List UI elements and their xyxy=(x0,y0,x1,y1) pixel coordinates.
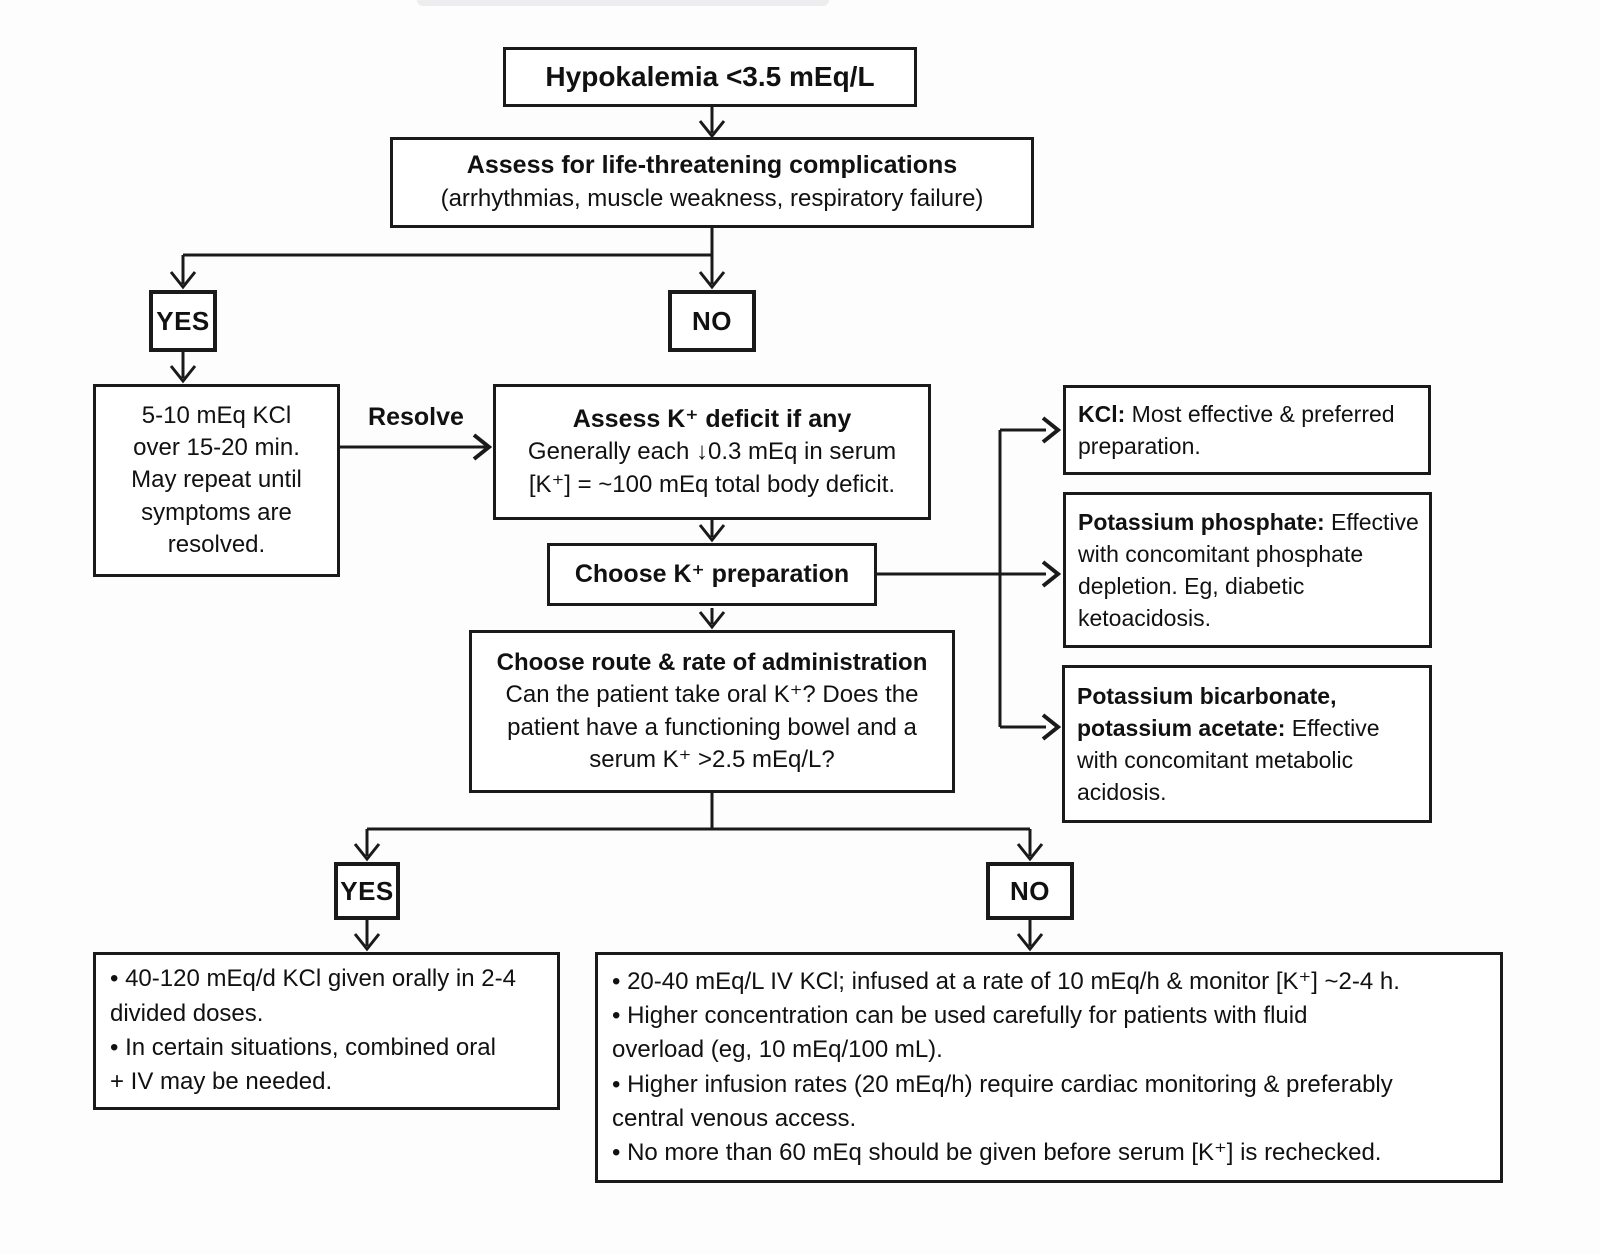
node-no-top: NO xyxy=(668,290,756,352)
node-no-bottom: NO xyxy=(986,862,1074,920)
arrow-preparation-to-route xyxy=(698,608,726,630)
node-start: Hypokalemia <3.5 mEq/L xyxy=(503,47,917,107)
oral-therapy-line: • 40-120 mEq/d KCl given orally in 2-4 xyxy=(110,965,516,993)
prep-line-bold: potassium acetate: xyxy=(1077,714,1286,741)
iv-therapy-line: overload (eg, 10 mEq/100 mL). xyxy=(612,1036,943,1064)
no-bottom-label: NO xyxy=(1010,875,1050,906)
prep-line-text: with concomitant phosphate xyxy=(1078,540,1364,567)
node-prep-kcl: KCl: Most effective & preferred preparat… xyxy=(1063,385,1431,475)
node-prep-bicarbonate: Potassium bicarbonate, potassium acetate… xyxy=(1062,665,1432,823)
prep-line: with concomitant metabolic xyxy=(1077,744,1353,776)
choose-route-line: serum K⁺ >2.5 mEq/L? xyxy=(589,745,835,773)
iv-bolus-line: resolved. xyxy=(167,531,266,559)
iv-therapy-line: • Higher concentration can be used caref… xyxy=(612,1001,1308,1029)
arrow-yes-to-oral xyxy=(353,920,381,952)
prep-line-text: depletion. Eg, diabetic xyxy=(1078,573,1305,599)
node-oral-therapy: • 40-120 mEq/d KCl given orally in 2-4 d… xyxy=(93,952,560,1110)
prep-line-bold: Potassium phosphate: xyxy=(1078,508,1325,535)
prep-line: KCl: Most effective & preferred xyxy=(1078,398,1395,430)
iv-therapy-line: central venous access. xyxy=(612,1104,857,1132)
branch-top xyxy=(169,228,726,290)
oral-therapy-line: • In certain situations, combined oral xyxy=(110,1034,496,1061)
prep-line: depletion. Eg, diabetic xyxy=(1078,570,1304,602)
iv-therapy-line: • 20-40 mEq/L IV KCl; infused at a rate … xyxy=(612,967,1400,995)
prep-line: preparation. xyxy=(1078,430,1201,462)
iv-bolus-line: over 15-20 min. xyxy=(133,433,300,461)
resolve-label: Resolve xyxy=(368,403,464,431)
prep-line: Potassium bicarbonate, xyxy=(1077,680,1336,712)
connector-preparation-options xyxy=(877,416,1062,741)
choose-route-heading: Choose route & rate of administration xyxy=(496,648,928,676)
prep-line-text: acidosis. xyxy=(1077,779,1167,806)
prep-line-text: with concomitant metabolic xyxy=(1077,747,1354,773)
choose-preparation-title: Choose K⁺ preparation xyxy=(574,559,850,588)
choose-route-line: patient have a functioning bowel and a xyxy=(507,713,917,741)
prep-line: with concomitant phosphate xyxy=(1078,538,1363,570)
top-edge-artifact xyxy=(417,0,829,6)
iv-bolus-line: 5-10 mEq KCl xyxy=(141,401,292,429)
node-yes-bottom: YES xyxy=(334,862,400,920)
choose-route-line: Can the patient take oral K⁺? Does the xyxy=(505,681,919,709)
node-iv-bolus: 5-10 mEq KCl over 15-20 min. May repeat … xyxy=(93,384,340,577)
iv-bolus-line: symptoms are xyxy=(141,498,292,526)
prep-line-text: ketoacidosis. xyxy=(1078,605,1211,632)
node-prep-phosphate: Potassium phosphate: Effective with conc… xyxy=(1063,492,1432,648)
start-title: Hypokalemia <3.5 mEq/L xyxy=(545,61,875,93)
arrow-yes-to-bolus xyxy=(169,352,197,384)
prep-line: acidosis. xyxy=(1077,776,1166,808)
prep-line-text: Most effective & preferred xyxy=(1125,400,1395,427)
arrow-resolve xyxy=(340,433,493,461)
iv-therapy-line: • No more than 60 mEq should be given be… xyxy=(612,1139,1382,1167)
oral-therapy-line: + IV may be needed. xyxy=(110,1068,333,1096)
deficit-line: Generally each ↓0.3 mEq in serum xyxy=(527,438,897,466)
node-choose-preparation: Choose K⁺ preparation xyxy=(547,543,877,606)
complications-detail: (arrhythmias, muscle weakness, respirato… xyxy=(440,185,984,213)
iv-bolus-line: May repeat until xyxy=(131,466,302,494)
prep-line-text: preparation. xyxy=(1078,433,1201,459)
arrow-start-to-complications xyxy=(698,107,726,139)
node-yes-top: YES xyxy=(149,290,217,352)
arrow-deficit-to-preparation xyxy=(698,520,726,543)
prep-line-text: Effective xyxy=(1285,714,1380,741)
oral-therapy-line: divided doses. xyxy=(110,999,264,1027)
deficit-heading: Assess K⁺ deficit if any xyxy=(572,404,852,433)
prep-line: Potassium phosphate: Effective xyxy=(1078,506,1419,538)
deficit-line: [K⁺] = ~100 mEq total body deficit. xyxy=(528,470,896,498)
branch-bottom xyxy=(353,793,1044,862)
yes-top-label: YES xyxy=(156,305,210,336)
node-iv-therapy: • 20-40 mEq/L IV KCl; infused at a rate … xyxy=(595,952,1503,1183)
prep-line-text: Effective xyxy=(1324,508,1419,535)
node-assess-deficit: Assess K⁺ deficit if any Generally each … xyxy=(493,384,931,520)
prep-line: ketoacidosis. xyxy=(1078,602,1211,634)
arrow-no-to-iv xyxy=(1016,920,1044,952)
prep-line: potassium acetate: Effective xyxy=(1077,712,1380,744)
yes-bottom-label: YES xyxy=(340,875,394,906)
no-top-label: NO xyxy=(692,305,732,336)
complications-heading: Assess for life-threatening complication… xyxy=(466,151,958,180)
prep-line-bold: KCl: xyxy=(1078,400,1126,427)
iv-therapy-line: • Higher infusion rates (20 mEq/h) requi… xyxy=(612,1070,1393,1098)
prep-line-bold: Potassium bicarbonate, xyxy=(1077,682,1337,709)
node-choose-route: Choose route & rate of administration Ca… xyxy=(469,630,955,793)
node-assess-complications: Assess for life-threatening complication… xyxy=(390,137,1034,228)
